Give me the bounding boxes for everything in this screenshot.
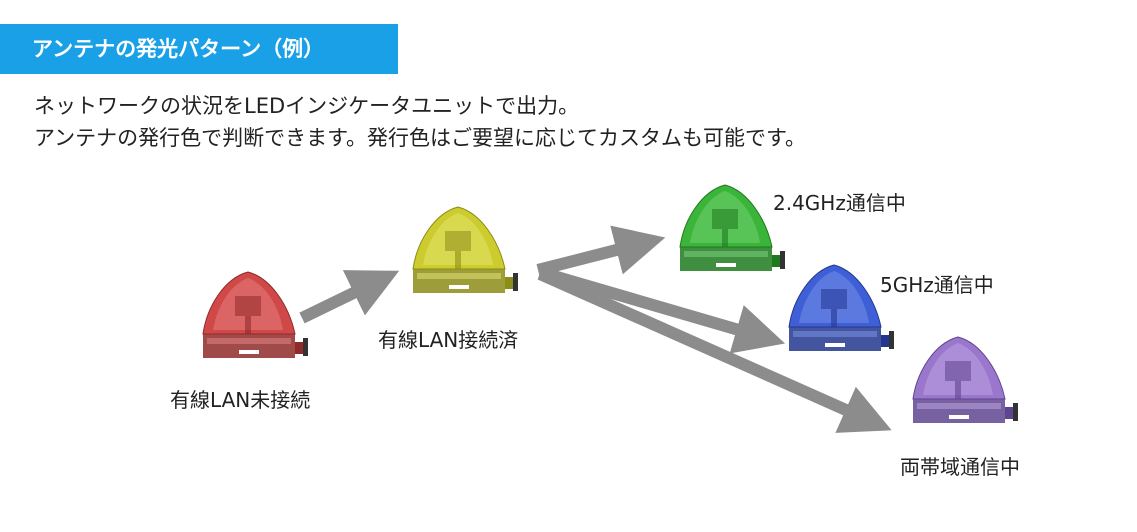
antenna-blue bbox=[788, 264, 894, 351]
arrow-to-24ghz bbox=[536, 225, 666, 276]
section-title: アンテナの発光パターン（例） bbox=[32, 37, 325, 61]
flow-arrows bbox=[299, 225, 892, 433]
state-label-unconnected: 有線LAN未接続 bbox=[170, 388, 310, 412]
state-label-24ghz: 2.4GHz通信中 bbox=[773, 191, 906, 215]
antenna-purple bbox=[912, 336, 1018, 423]
arrow-to-5ghz bbox=[538, 266, 786, 354]
description-line-2: アンテナの発行色で判断できます。発行色はご要望に応じてカスタムも可能です。 bbox=[34, 126, 806, 150]
antenna-red bbox=[202, 271, 308, 358]
description: ネットワークの状況をLEDインジケータユニットで出力。 アンテナの発行色で判断で… bbox=[34, 90, 806, 154]
antenna-group bbox=[202, 184, 1018, 423]
antenna-yellow bbox=[412, 206, 518, 293]
state-label-5ghz: 5GHz通信中 bbox=[880, 273, 994, 297]
description-line-1: ネットワークの状況をLEDインジケータユニットで出力。 bbox=[34, 94, 580, 118]
antenna-green bbox=[679, 184, 785, 271]
arrow-to-dual-band bbox=[537, 268, 892, 433]
state-label-connected: 有線LAN接続済 bbox=[378, 328, 518, 352]
section-title-badge: アンテナの発光パターン（例） bbox=[0, 24, 398, 74]
state-label-dual-band: 両帯域通信中 bbox=[900, 455, 1020, 479]
arrow-unconnected-to-connected bbox=[299, 270, 400, 324]
